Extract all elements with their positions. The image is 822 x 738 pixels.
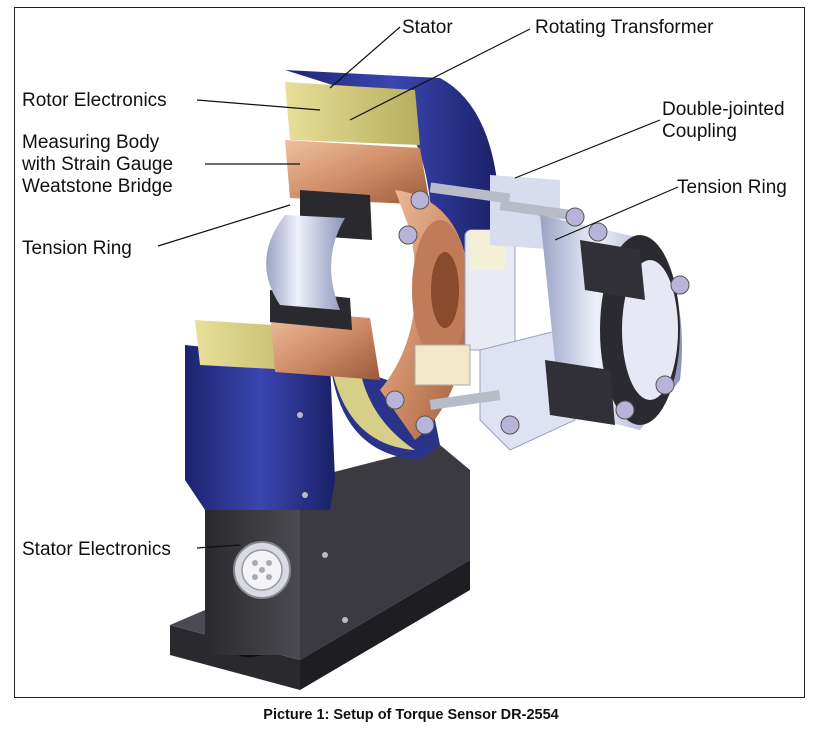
label-tension-ring-left: Tension Ring	[22, 238, 132, 259]
label-stator-electronics: Stator Electronics	[22, 539, 171, 560]
connector-icon	[233, 541, 291, 599]
label-stator: Stator	[402, 17, 453, 38]
label-rotating-transformer: Rotating Transformer	[535, 17, 714, 38]
shaft-left	[266, 190, 372, 330]
label-measuring-body-2: with Strain Gauge	[22, 154, 174, 175]
figure-caption: Picture 1: Setup of Torque Sensor DR-255…	[263, 707, 559, 723]
bolts	[297, 190, 690, 623]
label-tension-ring-right: Tension Ring	[677, 177, 787, 198]
leader-lines	[157, 26, 679, 549]
right-hub	[540, 215, 682, 430]
label-rotor-electronics: Rotor Electronics	[22, 90, 167, 111]
label-double-jointed-1: Double-jointed	[662, 99, 785, 120]
label-measuring-body-3: Weatstone Bridge	[22, 176, 173, 197]
label-double-jointed-2: Coupling	[662, 121, 737, 142]
label-measuring-body-1: Measuring Body	[22, 132, 160, 153]
